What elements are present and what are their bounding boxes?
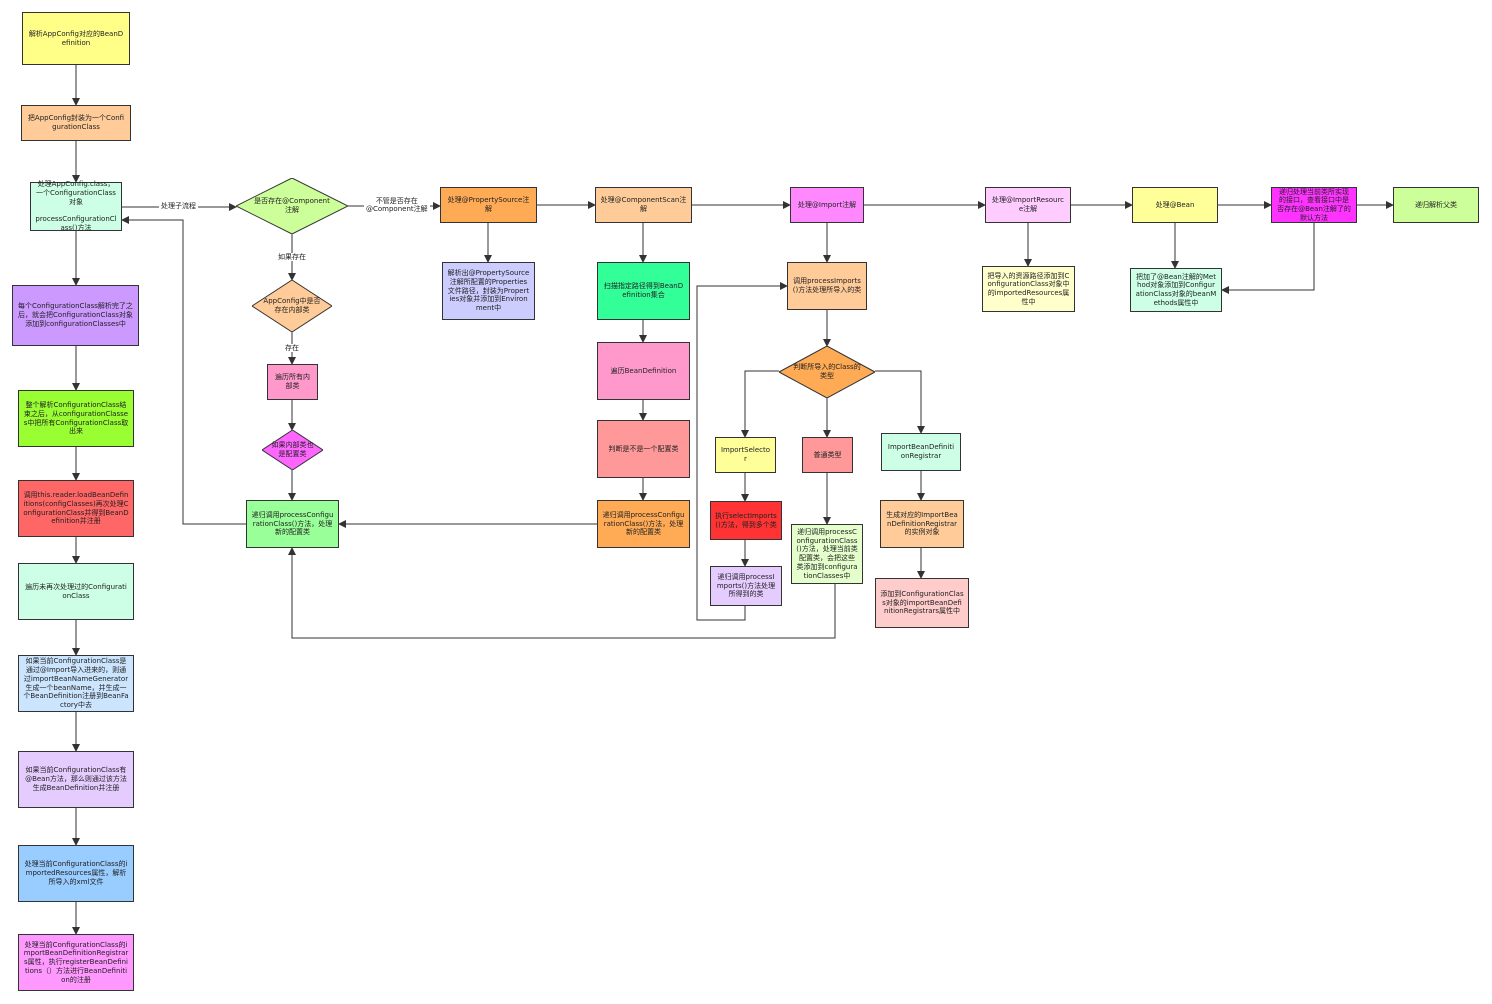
node-property-source-detail: 解析出@PropertySource注解所配置的Properties文件路径，封… [442, 262, 535, 320]
node-label: 如果当前ConfigurationClass是通过@Import导入进来的，则通… [23, 657, 129, 709]
node-traverse-bean-definition: 遍历BeanDefinition [597, 342, 690, 400]
node-label: 把导入的资源路径添加到ConfigurationClass对象中的importe… [987, 271, 1070, 306]
node-load-bean-definitions: 调用this.reader.loadBeanDefinitions(config… [18, 480, 134, 537]
node-label: 递归处理当前类所实现的接口，查看接口中是否存在@Bean注解了的默认方法 [1277, 187, 1351, 222]
node-bean: 处理@Bean [1132, 187, 1218, 223]
node-label: 生成对应的ImportBeanDefinitionRegistrar的实例对象 [886, 510, 958, 537]
node-after-all-parsed: 整个解析ConfigurationClass结束之后，从configuratio… [18, 390, 134, 447]
node-label: 添加到ConfigurationClass对象的importBeanDefini… [880, 589, 964, 616]
node-recursive-normal: 递归调用processConfigurationClass()方法，处理当前类配… [791, 524, 863, 584]
node-parent-class: 递归解析父类 [1393, 187, 1479, 223]
node-add-registrar: 添加到ConfigurationClass对象的importBeanDefini… [875, 578, 969, 628]
node-label: 整个解析ConfigurationClass结束之后，从configuratio… [23, 401, 129, 436]
edge-label-if-exists: 如果存在 [276, 253, 308, 262]
node-label: 递归调用processConfigurationClass()方法，处理当前类配… [796, 527, 858, 580]
edge-38 [288, 547, 836, 639]
node-label: 遍历BeanDefinition [610, 366, 677, 375]
node-label: 处理@Bean [1155, 200, 1195, 209]
node-generate-registrar: 生成对应的ImportBeanDefinitionRegistrar的实例对象 [880, 500, 964, 548]
node-label: 判断是不是一个配置类 [608, 444, 679, 453]
node-label: 处理当前ConfigurationClass的importBeanDefinit… [23, 940, 129, 984]
node-label: 递归调用processImports()方法处理所得到的类 [716, 572, 776, 599]
node-imported-by: 如果当前ConfigurationClass是通过@Import导入进来的，则通… [18, 655, 134, 712]
node-after-parse: 每个ConfigurationClass解析完了之后，就会把Configurat… [12, 285, 139, 346]
node-process-imports: 调用processImports()方法处理所导入的类 [787, 262, 867, 310]
node-label: 遍历所有内部类 [275, 373, 310, 390]
node-registrar: ImportBeanDefinitionRegistrar [881, 433, 961, 471]
edge-33 [875, 370, 925, 434]
node-label: ImportBeanDefinitionRegistrar [887, 443, 955, 460]
edge-43 [1221, 223, 1315, 294]
node-label: 普通类型 [813, 450, 842, 459]
node-is-config: 判断是不是一个配置类 [597, 420, 690, 478]
decision-label: 判断所导入的Class的类型 [793, 363, 861, 380]
node-recursive-scan: 递归调用processConfigurationClass()方法，处理新的配置… [597, 500, 690, 548]
edge-label-exists: 存在 [283, 344, 301, 353]
node-label: 递归调用processConfigurationClass()方法，处理新的配置… [602, 510, 685, 537]
node-label: 扫描指定路径得到BeanDefinition集合 [603, 282, 684, 299]
node-label: 处理当前ConfigurationClass的importedResources… [24, 860, 128, 886]
node-recursive-imports: 递归调用processImports()方法处理所得到的类 [710, 566, 782, 606]
node-label: 递归解析父类 [1415, 200, 1457, 209]
node-label: ImportSelector [720, 446, 771, 463]
node-label: 调用processImports()方法处理所导入的类 [792, 277, 862, 294]
node-label: 执行selectImports()方法，得到多个类 [715, 511, 777, 529]
node-parse-appconfig: 解析AppConfig对应的BeanDefinition [22, 12, 130, 65]
decision-has-inner-class: AppConfig中是否存在内部类 [252, 280, 332, 332]
node-import: 处理@Import注解 [790, 187, 864, 223]
edge-label-process-child: 处理子流程 [159, 202, 198, 211]
node-imported-resources: 处理当前ConfigurationClass的importedResources… [18, 845, 134, 902]
node-label: 解析出@PropertySource注解所配置的Properties文件路径，封… [447, 269, 530, 313]
decision-shape [262, 430, 323, 470]
decision-label: 是否存在@Component注解 [254, 197, 330, 214]
node-label: 处理@ComponentScan注解 [600, 196, 687, 213]
decision-shape [252, 280, 332, 332]
node-label: 处理@ImportResource注解 [991, 196, 1065, 213]
node-property-source: 处理@PropertySource注解 [440, 187, 537, 223]
node-label: 如果当前ConfigurationClass有@Bean方法，那么则通过该方法生… [25, 766, 127, 792]
node-exec-select-imports: 执行selectImports()方法，得到多个类 [710, 501, 782, 540]
decision-shape [779, 346, 875, 398]
decision-label: AppConfig中是否存在内部类 [263, 297, 321, 314]
node-label: 递归调用processConfigurationClass()方法，处理新的配置… [251, 510, 334, 537]
decision-import-type: 判断所导入的Class的类型 [779, 346, 875, 398]
node-bean-methods: 如果当前ConfigurationClass有@Bean方法，那么则通过该方法生… [18, 751, 134, 808]
edge-label-regardless: 不管是否存在 @Component注解 [364, 197, 430, 214]
node-import-resource: 处理@ImportResource注解 [985, 187, 1071, 223]
decision-shape [236, 178, 348, 234]
node-scan-path: 扫描指定路径得到BeanDefinition集合 [597, 262, 690, 320]
node-label: 处理@Import注解 [797, 200, 857, 209]
node-label: 把AppConfig封装为一个ConfigurationClass [27, 114, 125, 131]
node-wrap-configclass: 把AppConfig封装为一个ConfigurationClass [21, 105, 131, 141]
node-traverse-inner: 遍历所有内部类 [267, 364, 318, 400]
node-label: 调用this.reader.loadBeanDefinitions(config… [23, 491, 129, 526]
node-import-registrars: 处理当前ConfigurationClass的importBeanDefinit… [18, 934, 134, 991]
decision-inner-is-config: 如果内部类也是配置类 [262, 430, 323, 470]
node-component-scan: 处理@ComponentScan注解 [595, 187, 692, 223]
edge-31 [741, 370, 779, 438]
node-bean-detail: 把加了@Bean注解的Method对象添加到ConfigurationClass… [1130, 268, 1222, 312]
node-recursive-left: 递归调用processConfigurationClass()方法，处理新的配置… [246, 500, 339, 548]
node-label: 处理@PropertySource注解 [447, 196, 530, 213]
node-import-selector: ImportSelector [715, 437, 776, 473]
node-label: 遍历未再次处理过的ConfigurationClass [25, 582, 127, 600]
node-process-appconfig: 处理AppConfig.class，一个ConfigurationClass对象… [30, 180, 122, 232]
node-normal-type: 普通类型 [802, 437, 853, 473]
node-interface-defaults: 递归处理当前类所实现的接口，查看接口中是否存在@Bean注解了的默认方法 [1271, 187, 1357, 223]
decision-label: 如果内部类也是配置类 [271, 441, 314, 458]
edge-22 [121, 216, 246, 525]
decision-has-component: 是否存在@Component注解 [236, 178, 348, 234]
node-import-resource-detail: 把导入的资源路径添加到ConfigurationClass对象中的importe… [982, 266, 1075, 312]
node-traverse-unprocessed: 遍历未再次处理过的ConfigurationClass [18, 563, 134, 620]
node-label: 处理AppConfig.class，一个ConfigurationClass对象… [35, 180, 117, 232]
node-label: 每个ConfigurationClass解析完了之后，就会把Configurat… [18, 302, 133, 328]
node-label: 解析AppConfig对应的BeanDefinition [28, 29, 124, 47]
edge-36 [696, 282, 788, 621]
node-label: 把加了@Bean注解的Method对象添加到ConfigurationClass… [1135, 272, 1217, 307]
